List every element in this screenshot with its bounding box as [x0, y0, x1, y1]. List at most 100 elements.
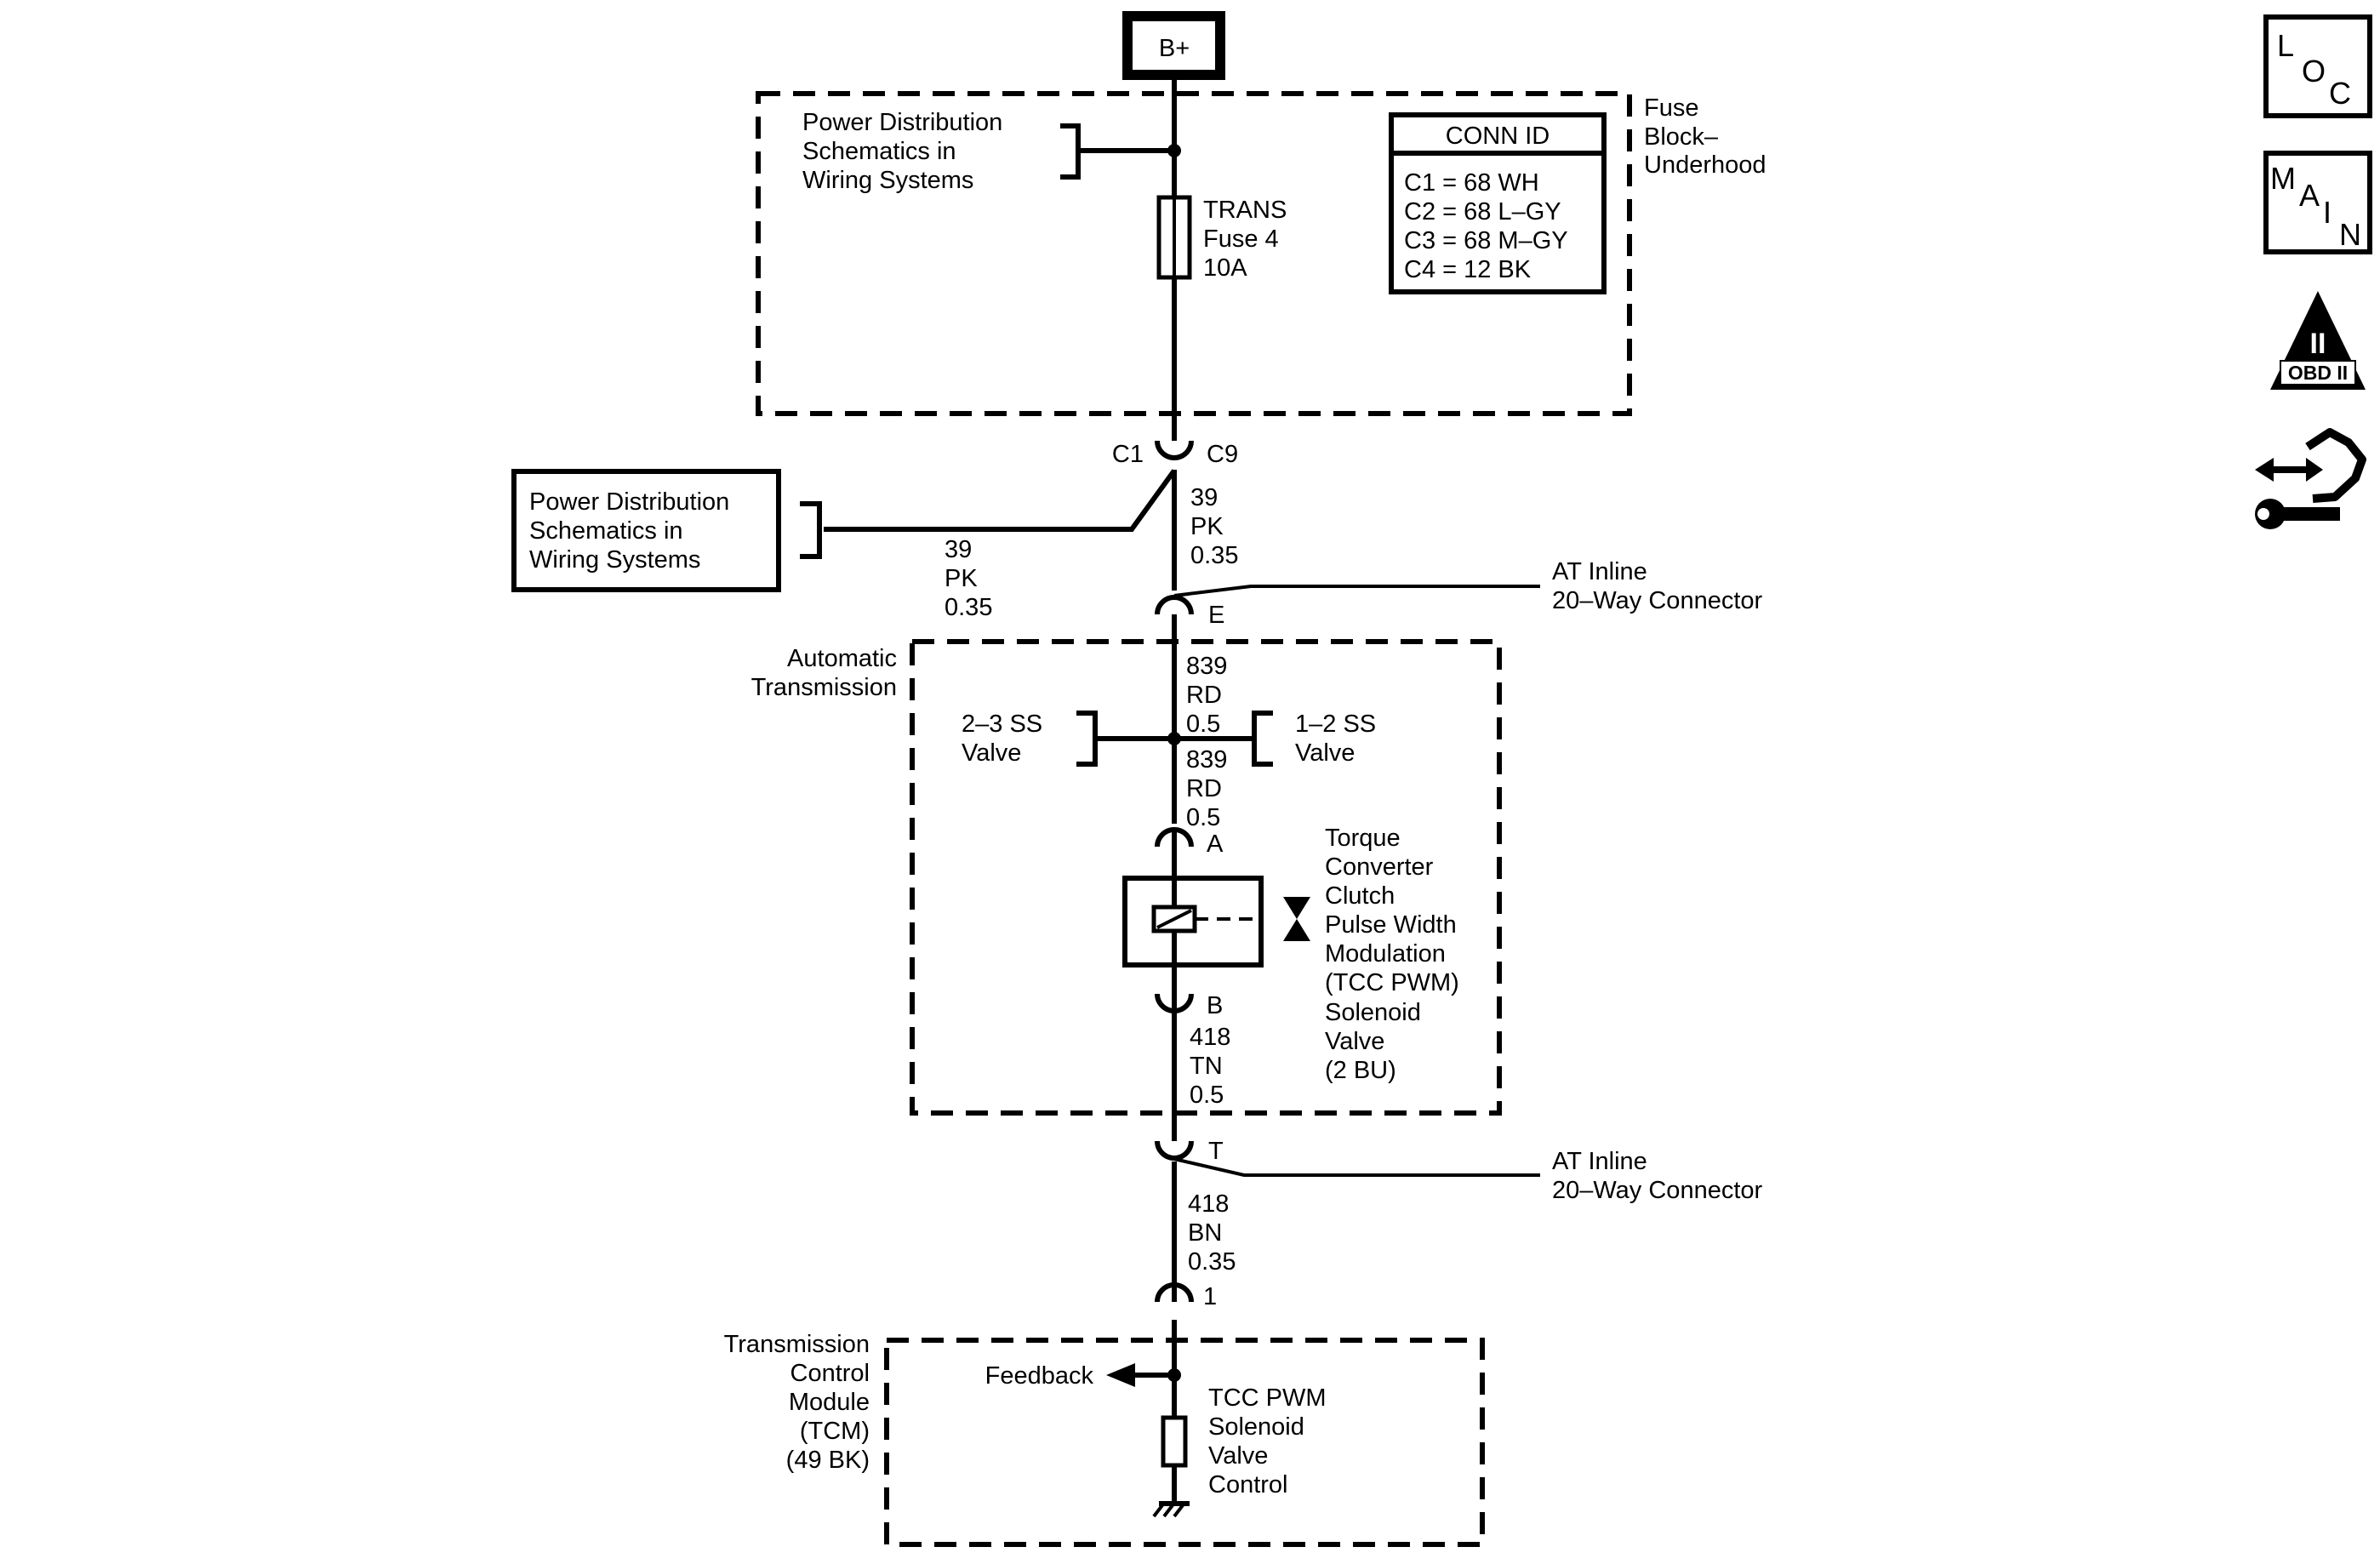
svg-text:10A: 10A: [1203, 254, 1247, 282]
svg-text:Transmission: Transmission: [724, 1331, 870, 1358]
svg-text:Automatic: Automatic: [787, 645, 897, 672]
power-distribution-box: Power Distribution Schematics in Wiring …: [511, 469, 822, 592]
svg-text:Block–: Block–: [1644, 123, 1719, 151]
transmission-control-module: Transmission Control Module (TCM) (49 BK…: [724, 1331, 1485, 1547]
main-button[interactable]: M A I N: [2263, 151, 2372, 254]
solenoid-label: Torque Converter Clutch Pulse Width Modu…: [1325, 825, 1459, 1084]
svg-text:Valve: Valve: [1208, 1442, 1268, 1470]
svg-text:T: T: [1208, 1138, 1224, 1165]
svg-text:Solenoid: Solenoid: [1325, 999, 1421, 1026]
svg-text:0.35: 0.35: [1188, 1248, 1236, 1276]
svg-text:A: A: [2299, 178, 2320, 213]
svg-text:Feedback: Feedback: [985, 1362, 1094, 1390]
svg-text:Power Distribution: Power Distribution: [529, 488, 729, 516]
svg-text:Pulse Width: Pulse Width: [1325, 911, 1457, 939]
tcm-pin-1: 1: [1155, 1282, 1217, 1310]
svg-text:B: B: [1207, 992, 1223, 1019]
svg-text:839: 839: [1186, 653, 1227, 680]
svg-text:Wiring Systems: Wiring Systems: [529, 546, 700, 574]
svg-text:0.5: 0.5: [1186, 804, 1220, 831]
svg-text:2–3 SS: 2–3 SS: [962, 711, 1042, 738]
svg-text:TRANS: TRANS: [1203, 197, 1287, 224]
connector-c1-c9: C1 C9: [1112, 440, 1238, 468]
svg-text:C9: C9: [1207, 441, 1238, 468]
svg-text:(TCC PWM): (TCC PWM): [1325, 969, 1459, 996]
inline-connector-t: T AT Inline 20–Way Connector: [1155, 1138, 1763, 1204]
svg-text:Underhood: Underhood: [1644, 151, 1766, 179]
svg-text:(2 BU): (2 BU): [1325, 1057, 1396, 1084]
fuse-block-underhood: Fuse Block– Underhood Power Distribution…: [756, 91, 1766, 416]
svg-text:B+: B+: [1159, 35, 1190, 62]
svg-text:Control: Control: [790, 1360, 870, 1387]
svg-text:0.5: 0.5: [1186, 711, 1220, 738]
svg-text:20–Way Connector: 20–Way Connector: [1552, 1177, 1763, 1204]
svg-text:C4 = 12 BK: C4 = 12 BK: [1404, 256, 1532, 283]
svg-text:Fuse 4: Fuse 4: [1203, 225, 1279, 253]
svg-text:20–Way Connector: 20–Way Connector: [1552, 587, 1763, 614]
svg-text:A: A: [1207, 831, 1224, 858]
svg-text:418: 418: [1190, 1024, 1230, 1051]
svg-text:II: II: [2310, 328, 2326, 360]
svg-text:C1 = 68 WH: C1 = 68 WH: [1404, 169, 1539, 197]
wire-418-bn-label: 418 BN 0.35: [1188, 1190, 1236, 1276]
wire-418-tn-label: 418 TN 0.5: [1190, 1024, 1230, 1109]
svg-text:C2 = 68 L–GY: C2 = 68 L–GY: [1404, 198, 1561, 225]
svg-text:839: 839: [1186, 746, 1227, 773]
svg-text:0.35: 0.35: [945, 594, 992, 621]
svg-text:Transmission: Transmission: [751, 674, 897, 701]
loc-button[interactable]: L O C: [2263, 14, 2372, 118]
svg-text:PK: PK: [945, 565, 978, 592]
svg-text:C3 = 68 M–GY: C3 = 68 M–GY: [1404, 227, 1568, 254]
inline-connector-e: E AT Inline 20–Way Connector: [1155, 558, 1763, 629]
fuse-block-name: Fuse: [1644, 94, 1698, 122]
branch-wire-39: [824, 469, 1177, 532]
svg-text:O: O: [2302, 54, 2326, 88]
automatic-transmission: Automatic Transmission 839 RD 0.5 2–3 SS…: [751, 639, 1502, 1116]
feedback-signal: Feedback: [985, 1362, 1181, 1390]
wire-39-left-label: 39 PK 0.35: [945, 536, 992, 621]
battery-power-source: B+: [1122, 11, 1225, 80]
svg-text:PK: PK: [1190, 513, 1224, 540]
svg-text:1: 1: [1203, 1283, 1217, 1310]
valve-symbol-icon: [1283, 897, 1310, 941]
svg-text:418: 418: [1188, 1190, 1229, 1218]
tcc-pwm-solenoid-valve: [1122, 876, 1310, 968]
connector-pin-a: A: [1155, 827, 1224, 858]
tcc-pwm-control-label: TCC PWM Solenoid Valve Control: [1208, 1384, 1327, 1498]
svg-text:Module: Module: [789, 1389, 870, 1416]
svg-text:RD: RD: [1186, 775, 1222, 802]
svg-text:Valve: Valve: [1295, 739, 1355, 767]
svg-text:Clutch: Clutch: [1325, 882, 1395, 910]
svg-text:C1: C1: [1112, 441, 1144, 468]
obd-ii-button[interactable]: II OBD II: [2270, 291, 2366, 390]
svg-text:Control: Control: [1208, 1471, 1288, 1498]
svg-text:E: E: [1208, 602, 1224, 629]
svg-text:Wiring Systems: Wiring Systems: [802, 167, 973, 194]
svg-text:(49 BK): (49 BK): [786, 1447, 870, 1474]
svg-text:Valve: Valve: [1325, 1028, 1384, 1055]
svg-text:TCC PWM: TCC PWM: [1208, 1384, 1327, 1412]
svg-text:Schematics in: Schematics in: [802, 138, 956, 165]
svg-text:Torque: Torque: [1325, 825, 1401, 852]
svg-text:Modulation: Modulation: [1325, 940, 1446, 968]
svg-text:Solenoid: Solenoid: [1208, 1413, 1304, 1441]
svg-text:1–2 SS: 1–2 SS: [1295, 711, 1376, 738]
tcm-internal-resistor: [1161, 1415, 1188, 1468]
svg-text:OBD II: OBD II: [2288, 362, 2348, 384]
svg-text:TN: TN: [1190, 1053, 1223, 1080]
svg-text:Converter: Converter: [1325, 853, 1434, 881]
svg-text:39: 39: [1190, 484, 1218, 511]
svg-text:N: N: [2339, 217, 2361, 252]
svg-text:39: 39: [945, 536, 972, 563]
svg-text:BN: BN: [1188, 1219, 1222, 1247]
tools-icon[interactable]: [2255, 428, 2366, 529]
svg-text:AT Inline: AT Inline: [1552, 558, 1647, 585]
svg-text:C: C: [2329, 76, 2351, 111]
svg-text:(TCM): (TCM): [800, 1418, 870, 1445]
svg-text:RD: RD: [1186, 682, 1222, 709]
wire-39-right-label: 39 PK 0.35: [1190, 484, 1238, 569]
svg-text:Power Distribution: Power Distribution: [802, 109, 1002, 136]
valve-1-2-ss: 1–2 SS Valve: [1252, 711, 1376, 767]
svg-text:I: I: [2323, 195, 2331, 230]
